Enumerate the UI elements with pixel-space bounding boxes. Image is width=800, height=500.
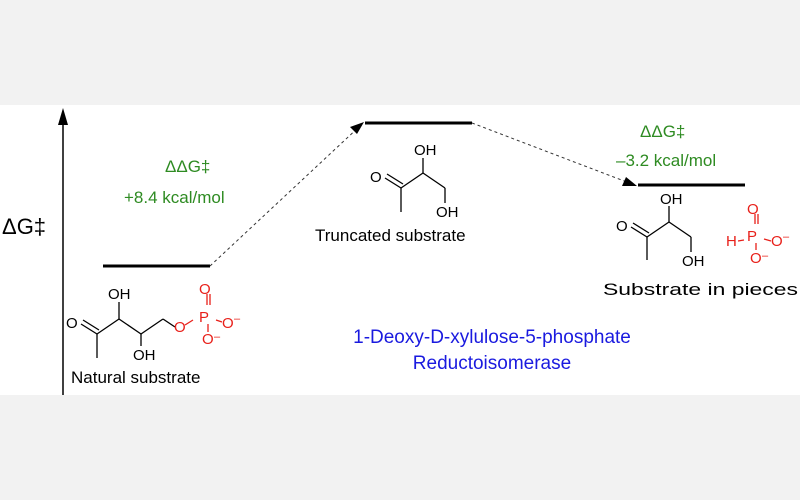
- natural-o-ester: O: [174, 319, 186, 336]
- barrier-down-delta: ΔΔG‡: [640, 122, 685, 141]
- pieces-minus-bottom: –: [762, 250, 769, 262]
- natural-p: P: [199, 309, 209, 326]
- pieces-o-ketone: O: [616, 218, 628, 235]
- pieces-substrate-label: Substrate in pieces: [603, 280, 798, 299]
- connector-up: [209, 124, 362, 267]
- truncated-o-ketone: O: [370, 169, 382, 186]
- natural-oh-bottom: OH: [133, 347, 156, 364]
- y-axis-label: ΔG‡: [2, 214, 46, 239]
- pieces-h: H: [726, 233, 737, 250]
- pieces-minus-right: –: [783, 231, 790, 243]
- natural-o-top: O: [199, 281, 211, 298]
- natural-oh-top: OH: [108, 286, 131, 303]
- natural-minus-bottom: –: [214, 331, 221, 343]
- pieces-o-top: O: [747, 201, 759, 218]
- natural-substrate-structure: [80, 294, 223, 358]
- connector-down-arrowhead: [622, 177, 637, 186]
- diagram-panel: [0, 105, 800, 395]
- enzyme-name-line1: 1-Deoxy-D-xylulose-5-phosphate: [353, 327, 631, 348]
- pieces-p: P: [747, 228, 757, 245]
- truncated-oh-top: OH: [414, 142, 437, 159]
- barrier-up-delta: ΔΔG‡: [165, 157, 210, 176]
- truncated-substrate-label: Truncated substrate: [315, 226, 466, 245]
- natural-minus-right: –: [234, 313, 241, 325]
- natural-o-right: O: [222, 315, 234, 332]
- pieces-oh-top: OH: [660, 191, 683, 208]
- connector-up-arrowhead: [350, 122, 364, 134]
- pieces-substrate-structure: [630, 206, 772, 260]
- barrier-down-value: –3.2 kcal/mol: [616, 151, 716, 170]
- y-axis-arrowhead: [58, 108, 68, 125]
- pieces-o-right: O: [771, 233, 783, 250]
- connector-down: [471, 122, 633, 185]
- natural-o-ketone: O: [66, 315, 78, 332]
- pieces-oh-bottom: OH: [682, 253, 705, 270]
- truncated-oh-bottom: OH: [436, 204, 459, 221]
- pieces-o-bottom: O: [750, 250, 762, 267]
- barrier-up-value: +8.4 kcal/mol: [124, 188, 225, 207]
- natural-o-bottom: O: [202, 331, 214, 348]
- truncated-substrate-structure: [384, 158, 446, 212]
- enzyme-name-line2: Reductoisomerase: [413, 353, 571, 374]
- natural-substrate-label: Natural substrate: [71, 368, 200, 387]
